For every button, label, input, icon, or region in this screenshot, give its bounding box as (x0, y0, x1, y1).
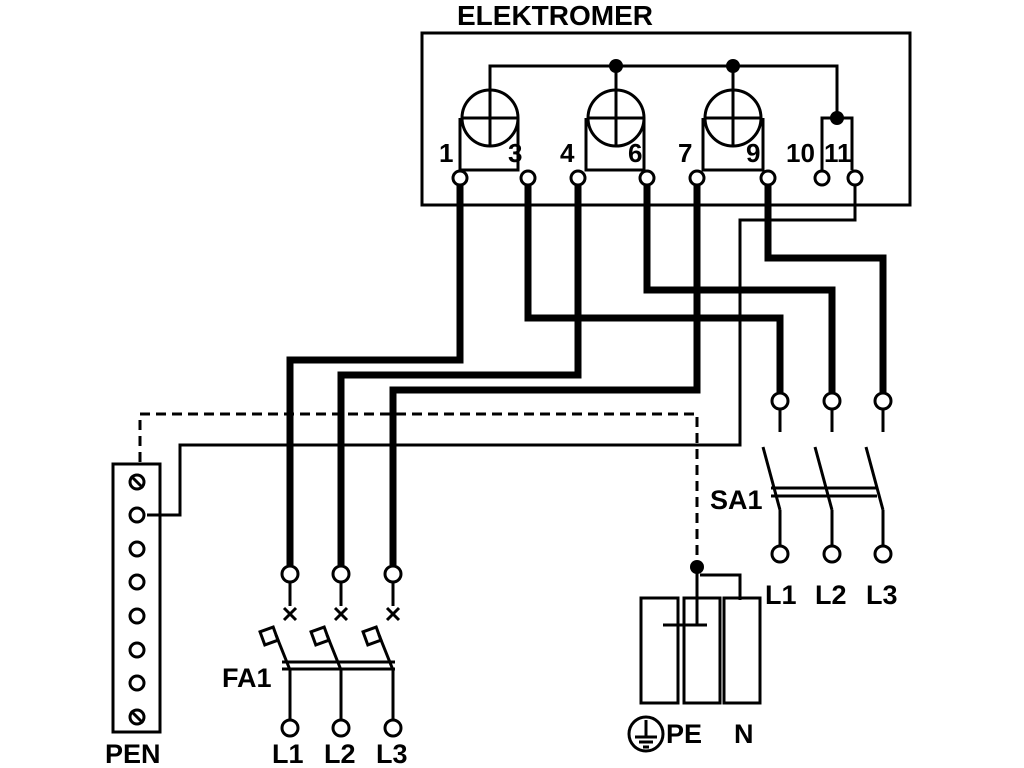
terminal-screw (638, 169, 656, 187)
busbar-screw (128, 573, 146, 591)
terminal-number: 4 (560, 138, 575, 168)
switch-label: SA1 (710, 485, 763, 515)
pen-busbar-label: PEN (105, 739, 161, 768)
switch-output-label: L3 (866, 580, 898, 610)
terminal-number: 6 (628, 138, 642, 168)
breaker-fa1: FA1 L1 L2 L3 (222, 564, 408, 768)
outlet-pe-contact (682, 596, 722, 705)
breaker-output-terminal (383, 718, 403, 738)
terminal-screw (688, 169, 706, 187)
switch-output-label: L1 (765, 580, 797, 610)
breaker-input-terminal (331, 564, 351, 584)
terminal-number: 10 (786, 138, 815, 168)
busbar-body (111, 462, 162, 734)
breaker-output-label: L3 (376, 739, 408, 768)
terminal-number: 9 (746, 138, 760, 168)
ground-icon (627, 715, 665, 753)
outlet-pe-label: PE (666, 719, 702, 749)
busbar-screw (128, 506, 146, 524)
switch-output-terminal (822, 544, 842, 564)
switch-input-terminal (770, 391, 790, 411)
switch-output-terminal (873, 544, 893, 564)
bus-junction-dot (726, 59, 740, 73)
busbar-screw (128, 674, 146, 692)
switch-input-terminal (822, 391, 842, 411)
electricity-meter: ELEKTROMER (420, 0, 912, 207)
outlet-block: PE N (627, 560, 762, 753)
switch-sa1: SA1 L1 L2 L3 (710, 391, 898, 610)
terminal-number: 11 (824, 138, 852, 168)
meter-element-2 (584, 88, 646, 172)
wire-out-l1 (524, 185, 784, 392)
wire-in-l1 (286, 185, 464, 565)
terminal-number: 1 (439, 138, 453, 168)
terminal-screw (451, 169, 469, 187)
terminal-screw (759, 169, 777, 187)
wire-neutral-to-outlet (700, 573, 742, 600)
terminal-screw (519, 169, 537, 187)
wire-neutral-meter (147, 185, 857, 517)
meter-neutral-link (820, 116, 854, 170)
busbar-screw (128, 641, 146, 659)
wire-in-l2 (337, 185, 582, 565)
meter-title: ELEKTROMER (457, 0, 653, 31)
breaker-label: FA1 (222, 663, 272, 693)
breaker-output-label: L1 (272, 739, 304, 768)
terminal-screw (846, 169, 864, 187)
breaker-output-terminal (331, 718, 351, 738)
outlet-n-contact (722, 596, 762, 705)
outlet-pe-contact (639, 596, 680, 705)
pe-wires (138, 412, 699, 566)
meter-element-1 (458, 88, 520, 172)
switch-output-terminal (770, 544, 790, 564)
switch-output-label: L2 (815, 580, 847, 610)
neutral-wires (147, 185, 857, 600)
terminal-screw (569, 169, 587, 187)
meter-element-3 (701, 88, 765, 172)
busbar-screw (128, 607, 146, 625)
breaker-input-terminal (280, 564, 300, 584)
wire-pe-main (138, 412, 699, 566)
outlet-n-label: N (734, 719, 754, 749)
terminal-screw (813, 169, 831, 187)
breaker-input-terminal (383, 564, 403, 584)
terminal-number: 7 (678, 138, 692, 168)
phase-wires (286, 185, 887, 565)
terminal-number: 3 (508, 138, 522, 168)
breaker-output-terminal (280, 718, 300, 738)
switch-input-terminal (873, 391, 893, 411)
bus-junction-dot (609, 59, 623, 73)
meter-terminals (451, 169, 864, 187)
breaker-output-label: L2 (324, 739, 356, 768)
meter-housing (420, 31, 912, 207)
pen-busbar: PEN (105, 462, 162, 768)
busbar-screw (128, 540, 146, 558)
meter-internal-bus (488, 64, 839, 118)
